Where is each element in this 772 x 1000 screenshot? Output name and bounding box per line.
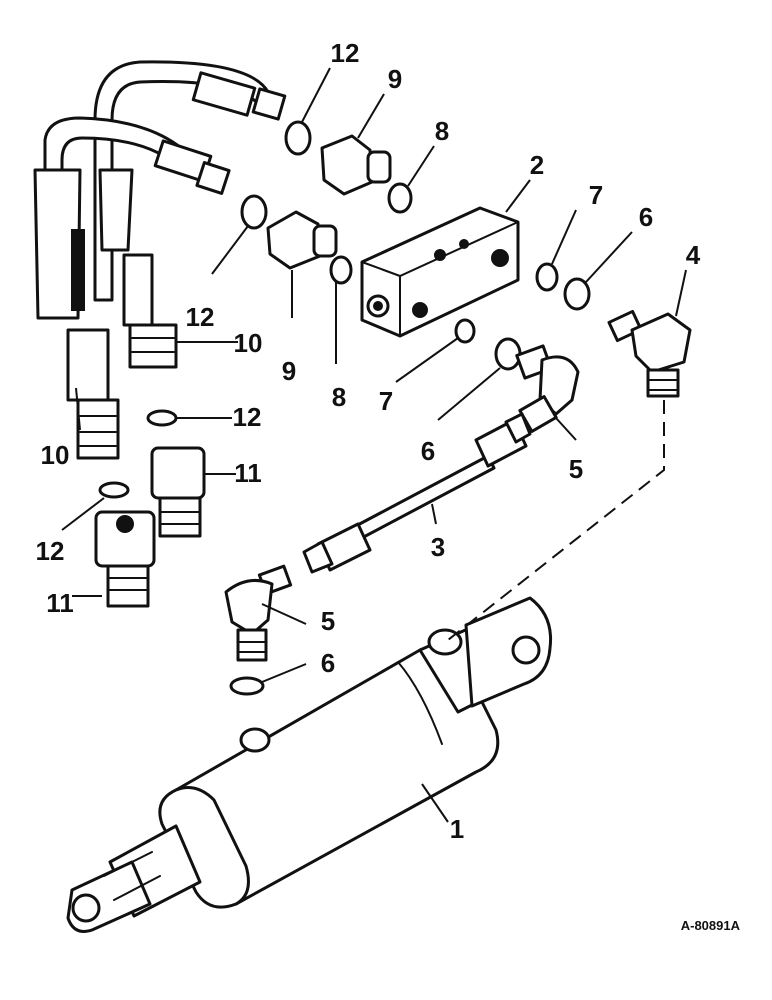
o-ring-12-d <box>98 481 130 499</box>
adapter-9-upper <box>320 134 392 196</box>
callout-6-middle: 6 <box>421 436 435 466</box>
o-ring-6-right <box>563 277 591 311</box>
hydraulic-cylinder <box>66 596 553 933</box>
elbow-fitting-5-lower <box>224 564 293 662</box>
callout-7-lower: 7 <box>379 386 393 416</box>
valve-block <box>360 206 520 338</box>
o-ring-12-a <box>284 120 312 156</box>
callout-7-right: 7 <box>589 180 603 210</box>
figure-id: A-80891A <box>681 918 741 933</box>
hose-sleeves <box>33 168 134 320</box>
o-ring-6-lower <box>229 676 265 696</box>
elbow-fitting-4 <box>607 309 692 398</box>
hose-end-fitting-left <box>66 328 120 460</box>
o-ring-12-c <box>146 409 178 427</box>
callout-10-right: 10 <box>234 328 263 358</box>
washer-7-right <box>535 262 559 292</box>
callout-8-top: 8 <box>435 116 449 146</box>
callout-12-mid: 12 <box>186 302 215 332</box>
callout-12-lower: 12 <box>36 536 65 566</box>
callout-1: 1 <box>450 814 464 844</box>
o-ring-12-b <box>240 194 268 230</box>
callout-5-upper: 5 <box>569 454 583 484</box>
adapter-9-lower <box>266 210 338 270</box>
callout-9-lower: 9 <box>282 356 296 386</box>
hose-end-fitting-right <box>122 253 178 369</box>
hose-front <box>43 116 231 195</box>
elbow-fitting-5-upper <box>515 344 580 433</box>
o-ring-6-middle <box>494 337 522 371</box>
callout-6-right: 6 <box>639 202 653 232</box>
coupler-lower <box>94 510 156 608</box>
callout-4: 4 <box>686 240 701 270</box>
callout-11-lower: 11 <box>46 588 74 618</box>
hose-rear <box>93 60 287 302</box>
callout-5-lower: 5 <box>321 606 335 636</box>
callout-6-lower: 6 <box>321 648 335 678</box>
washer-8-lower <box>329 255 353 285</box>
callout-11-upper: 11 <box>234 458 262 488</box>
washer-8-upper <box>387 182 413 214</box>
callout-3: 3 <box>431 532 445 562</box>
callout-10-left: 10 <box>41 440 70 470</box>
callout-9-top: 9 <box>388 64 402 94</box>
callout-12-top: 12 <box>331 38 360 68</box>
callout-2: 2 <box>530 150 544 180</box>
tube-assembly <box>302 412 532 574</box>
callout-12-right: 12 <box>233 402 262 432</box>
callout-8-lower: 8 <box>332 382 346 412</box>
washer-7-lower <box>454 318 476 344</box>
leader-lines <box>61 67 687 823</box>
coupler-upper <box>150 446 206 538</box>
